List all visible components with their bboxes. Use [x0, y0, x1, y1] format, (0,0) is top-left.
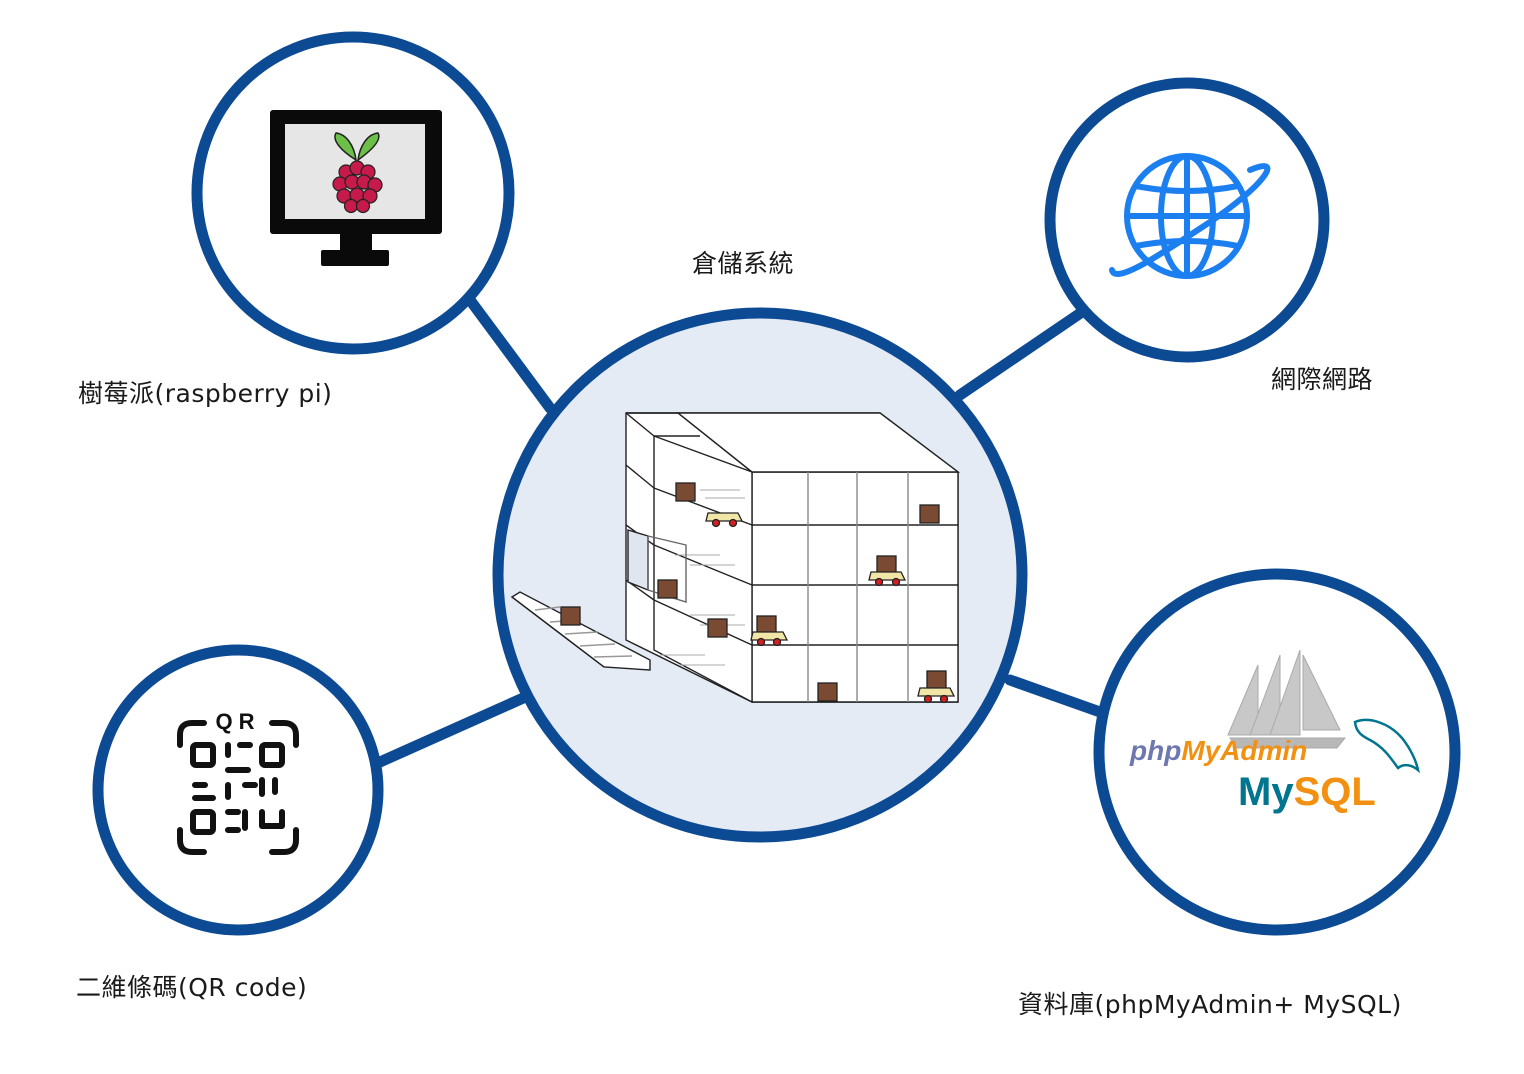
- qr-code-icon: [177, 720, 299, 855]
- box: [657, 579, 678, 599]
- connector-raspberry: [464, 294, 556, 414]
- cart: [917, 687, 956, 704]
- connectors: [374, 294, 1106, 768]
- qr-code-icon-text: QR: [216, 709, 261, 734]
- center-node-label: 倉儲系統: [692, 249, 795, 278]
- qrcode-node-circle: [92, 644, 384, 936]
- database-logo: phpMyAdmin MySQL: [1129, 649, 1420, 814]
- cart: [868, 571, 907, 587]
- conveyor-belt: [510, 591, 651, 671]
- warehouse-boxes: [560, 482, 947, 702]
- qrcode-node-label: 二維條碼(QR code): [76, 973, 308, 1002]
- database-node-circle: [1093, 568, 1461, 936]
- connector-database: [1004, 674, 1106, 718]
- box: [675, 482, 696, 502]
- internet-node-label: 網際網路: [1271, 365, 1374, 394]
- box: [876, 555, 897, 575]
- database-node-label: 資料庫(phpMyAdmin+ MySQL): [1018, 990, 1402, 1019]
- box: [817, 682, 838, 702]
- box: [707, 618, 728, 638]
- globe-icon: [1109, 153, 1271, 279]
- cart: [705, 512, 744, 528]
- box: [919, 504, 940, 524]
- monitor-raspberry-icon: [270, 110, 442, 266]
- connector-internet: [954, 304, 1091, 401]
- phpmyadmin-logo-text: phpMyAdmin: [1129, 735, 1307, 766]
- mysql-dolphin-icon: [1353, 718, 1420, 774]
- mysql-logo-text: MySQL: [1238, 770, 1376, 814]
- box: [926, 670, 947, 690]
- phpmyadmin-sailboat-icon: [1227, 649, 1347, 749]
- connector-qrcode: [374, 689, 536, 768]
- warehouse-carts: [705, 512, 956, 704]
- box: [756, 615, 777, 635]
- raspberry-node-label: 樹莓派(raspberry pi): [78, 379, 333, 408]
- box: [560, 606, 581, 626]
- cart: [750, 631, 789, 647]
